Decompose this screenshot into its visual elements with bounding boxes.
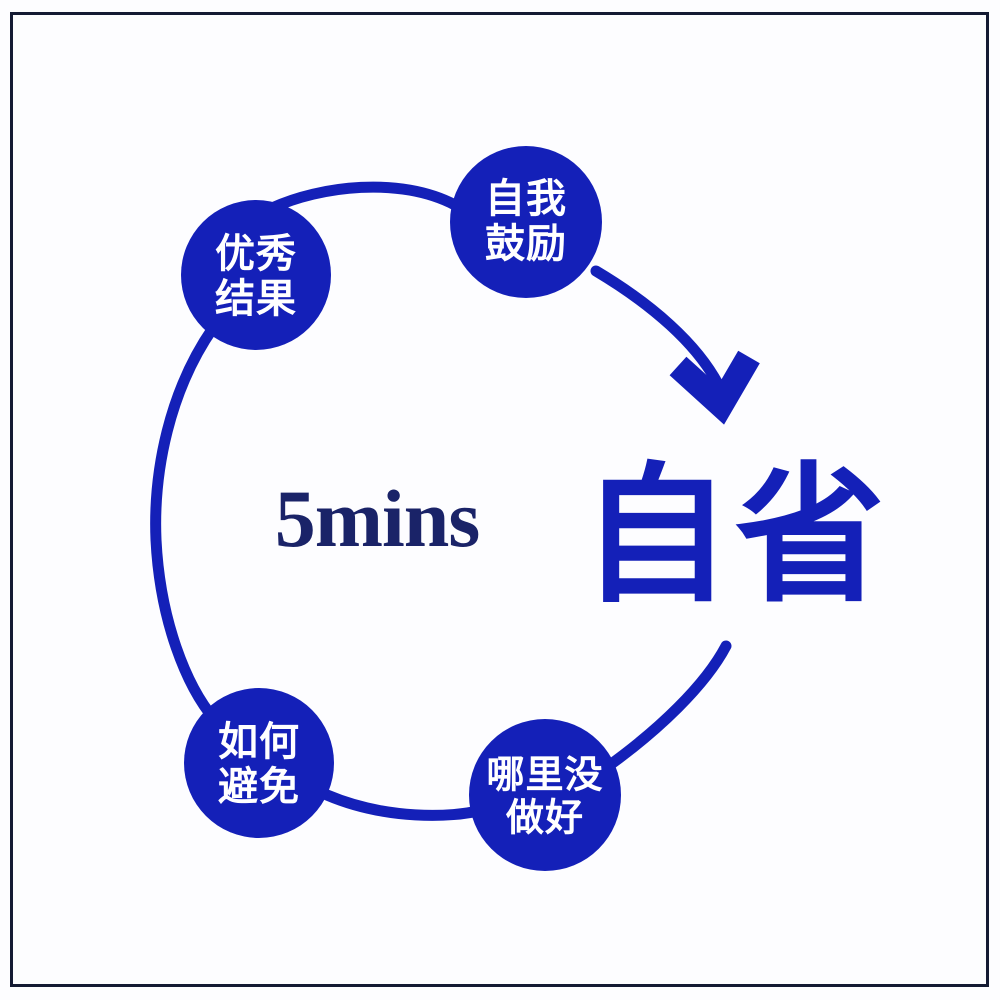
node-what-went-wrong[interactable] — [469, 719, 621, 871]
cycle-arrow-tail — [590, 265, 728, 398]
node-self-encourage[interactable] — [450, 146, 602, 298]
node-excellent-result[interactable] — [181, 200, 331, 350]
cycle-ring-right-arc — [594, 640, 732, 778]
cycle-ring-bottom-arc — [321, 789, 488, 821]
cycle-ring-icon — [266, 181, 461, 214]
cycle-ring-left-arc — [150, 322, 221, 726]
page-headline: 自省 — [580, 451, 890, 620]
arrow-head-icon — [669, 350, 760, 425]
center-duration-label: 5mins — [274, 473, 481, 564]
node-how-to-avoid[interactable] — [184, 688, 334, 838]
